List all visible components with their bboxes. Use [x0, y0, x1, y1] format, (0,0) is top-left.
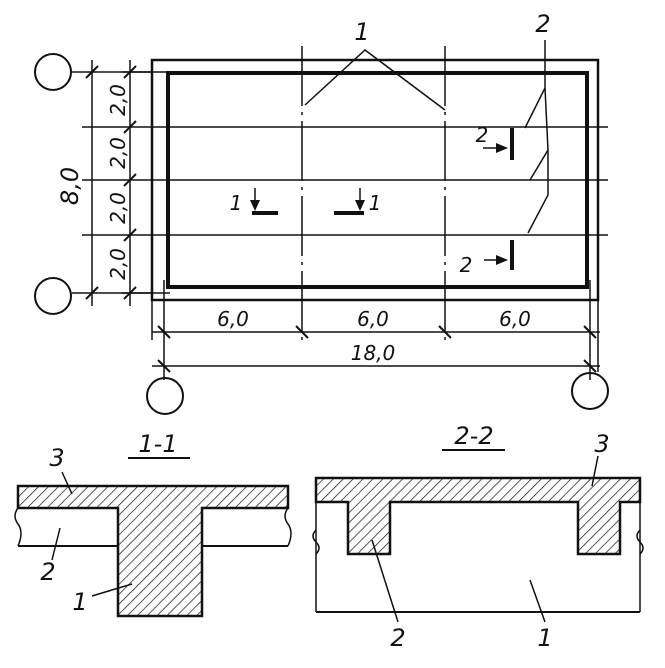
dimension-ticks	[85, 65, 137, 300]
dim-total-horizontal: 18,0	[351, 341, 396, 365]
label-secondary-beam: 2	[535, 10, 550, 38]
cut-marker-1a: 1	[230, 188, 278, 215]
axis-marker	[34, 53, 72, 91]
axis-marker	[34, 277, 72, 315]
section-1-concrete	[16, 484, 290, 618]
cut-1a-label: 1	[230, 191, 243, 215]
dim-bottom-1: 6,0	[217, 307, 249, 331]
leader-s1-1	[91, 583, 133, 597]
dim-left-4: 2,0	[106, 248, 130, 280]
dim-total-vertical: 8,0	[56, 167, 84, 205]
section-1-secondary-beam	[14, 507, 292, 547]
dimension-ticks-bottom	[157, 325, 597, 373]
secondary-beam-lines	[82, 126, 608, 236]
leader-s2-3	[591, 455, 599, 487]
section-2-concrete	[314, 476, 642, 556]
dim-left-1: 2,0	[106, 84, 130, 116]
section-2-label-1: 1	[537, 624, 552, 652]
dim-bottom-3: 6,0	[499, 307, 531, 331]
section-2-label-3: 3	[594, 430, 609, 458]
dim-left-2: 2,0	[106, 137, 130, 169]
leader-secondary-beam	[524, 40, 549, 234]
section-1-title: 1-1	[138, 430, 177, 458]
leader-main-beam	[304, 49, 446, 111]
main-beam-lines	[301, 46, 446, 340]
axis-marker	[571, 372, 609, 410]
cut-1b-label: 1	[369, 191, 382, 215]
label-main-beam: 1	[354, 18, 369, 46]
section-2-main-beam	[312, 502, 644, 613]
cut-marker-2b: 2	[460, 240, 514, 277]
axis-circles	[34, 53, 609, 415]
section-1-label-2: 2	[40, 558, 55, 586]
cut-2a-label: 2	[476, 123, 489, 147]
axis-marker	[146, 377, 184, 415]
section-2-label-2: 2	[390, 624, 405, 652]
leader-s1-2	[51, 527, 61, 561]
dim-bottom-2: 6,0	[357, 307, 389, 331]
cut-marker-1b: 1	[334, 188, 381, 215]
section-1-label-1: 1	[72, 588, 87, 616]
cut-marker-2a: 2	[476, 123, 514, 160]
leader-s1-3	[61, 471, 73, 495]
section-1-label-3: 3	[49, 444, 64, 472]
dim-left-3: 2,0	[106, 192, 130, 224]
bottom-dimension-lines	[151, 300, 600, 372]
left-dimension-lines	[91, 60, 152, 306]
cut-2b-label: 2	[460, 253, 473, 277]
axis-lines	[72, 71, 591, 380]
leader-s2-2	[371, 539, 399, 623]
section-2-title: 2-2	[454, 422, 493, 450]
leader-s2-1	[529, 579, 546, 623]
